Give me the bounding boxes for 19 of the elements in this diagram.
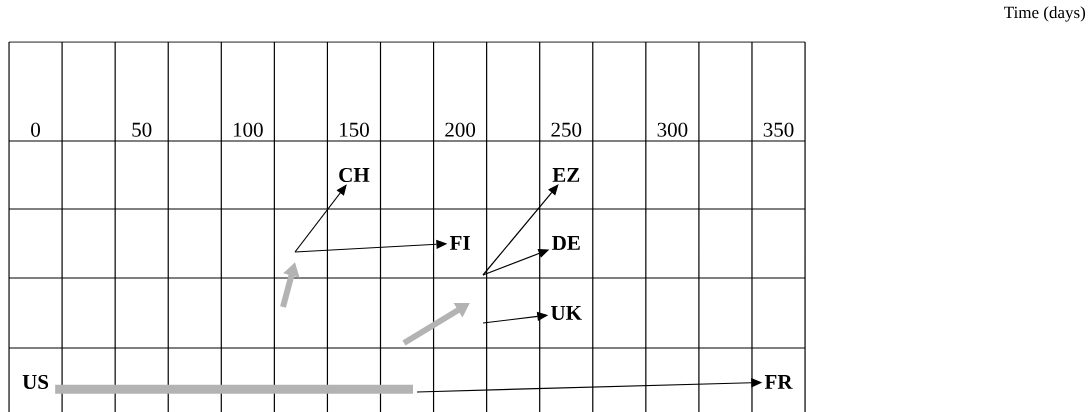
country-code: FI (449, 236, 470, 250)
country-code: US (22, 374, 49, 390)
column-header: 250 (551, 122, 582, 137)
arrow (482, 184, 559, 276)
column-header: 50 (132, 122, 152, 137)
country-code: UK (551, 306, 582, 320)
column-header: 200 (445, 122, 476, 137)
country-code: CH (339, 167, 370, 183)
country-code: EZ (552, 168, 580, 182)
bar (55, 384, 413, 394)
column-header: 350 (763, 122, 794, 137)
column-header: 150 (340, 122, 369, 137)
column-header: 0 (31, 122, 40, 137)
column-header: 300 (657, 122, 688, 137)
column-header: 100 (233, 122, 263, 137)
arrow (294, 184, 347, 253)
axis-title: Time (days) (1004, 6, 1086, 22)
country-code: DE (552, 236, 580, 250)
country-code: FR (764, 375, 793, 389)
